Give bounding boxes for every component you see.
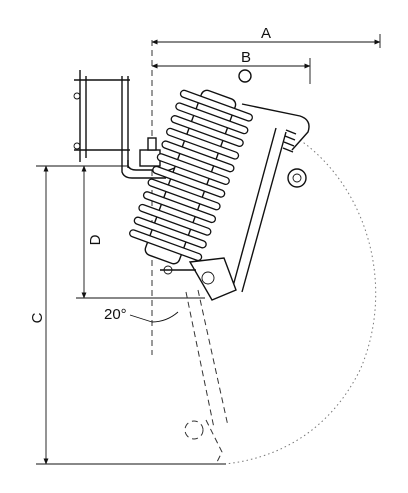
dimension-a: A xyxy=(151,25,381,48)
insulator-shed xyxy=(175,102,249,135)
insulator xyxy=(129,69,253,265)
angle-annotation: 20° xyxy=(104,306,179,323)
insulator-shed xyxy=(161,140,235,173)
insulator-shed xyxy=(179,89,253,122)
insulator-shed xyxy=(138,203,212,236)
dimension-a-label: A xyxy=(261,25,271,42)
dimension-d-label: D xyxy=(87,234,104,245)
swing-arc xyxy=(224,139,377,465)
open-fuse-tube xyxy=(184,289,229,465)
dimension-b: B xyxy=(151,49,311,84)
insulator-shed xyxy=(170,115,244,147)
lower-hinge-contact xyxy=(160,257,237,301)
angle-label: 20° xyxy=(104,306,127,323)
mounting-bracket xyxy=(73,70,181,179)
insulator-shed xyxy=(142,191,217,224)
insulator-shed xyxy=(166,127,240,160)
dimension-b-label: B xyxy=(241,49,251,66)
dimension-c-label: C xyxy=(29,312,46,323)
insulator-shed xyxy=(147,178,221,211)
fuse-tube xyxy=(231,103,310,293)
dimension-d: D xyxy=(76,165,205,299)
insulator-shed xyxy=(133,216,207,249)
insulator-shed xyxy=(152,165,226,198)
insulator-shed xyxy=(129,229,203,262)
insulator-shed xyxy=(156,153,230,186)
